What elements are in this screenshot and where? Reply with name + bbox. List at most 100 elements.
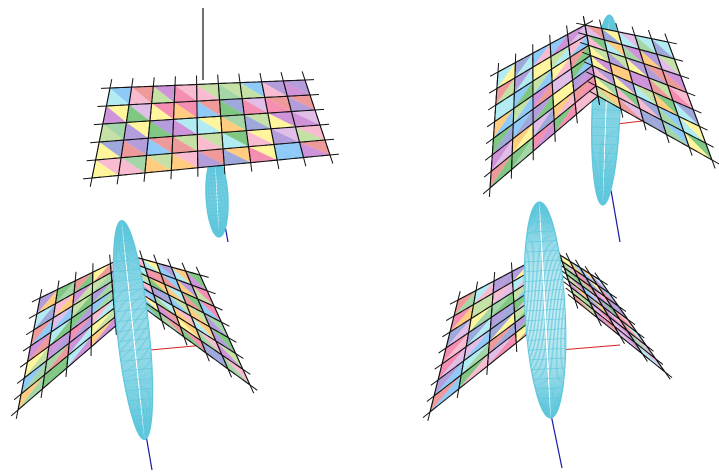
mesh-facet	[156, 263, 177, 280]
mesh-facet	[639, 49, 663, 70]
mesh-facet	[513, 95, 534, 124]
mesh-facet	[466, 317, 492, 347]
mesh-facet	[248, 144, 278, 161]
node-cross	[612, 298, 625, 314]
node-cross	[680, 123, 688, 141]
mesh-facet	[652, 91, 679, 117]
mesh-facet	[514, 53, 533, 78]
mesh-facet	[430, 374, 462, 412]
mesh-facet	[172, 151, 198, 168]
ellipsoid-parallel	[528, 347, 566, 351]
ellipsoid-parallel	[210, 225, 227, 227]
node-cross	[248, 153, 253, 172]
mesh-facet	[552, 80, 573, 108]
mesh-facet	[533, 120, 555, 152]
mesh-facet	[91, 290, 114, 315]
ellipsoid	[112, 219, 154, 441]
grid-line	[109, 79, 306, 89]
mesh-facet	[180, 326, 206, 353]
mesh-facet	[145, 267, 165, 285]
mesh-facet	[533, 94, 554, 124]
mesh-facet	[150, 285, 173, 306]
node-cross	[670, 50, 678, 68]
mesh-facet	[46, 330, 71, 361]
mesh-facet	[493, 271, 512, 294]
mesh-facet	[70, 304, 93, 331]
mesh-facet	[466, 317, 492, 347]
mesh-facet	[605, 296, 628, 320]
mesh-facet	[121, 155, 147, 173]
mesh-facet	[532, 56, 551, 82]
mesh-facet	[176, 315, 202, 341]
node-cross	[148, 111, 152, 130]
mesh-facet	[572, 55, 593, 81]
mesh-facet	[678, 116, 706, 144]
node-cross	[240, 89, 244, 108]
ellipsoid-parallel	[205, 196, 229, 198]
mesh-facet	[568, 280, 590, 302]
node-cross	[435, 371, 441, 389]
mesh-facet	[488, 322, 516, 354]
mesh-facet	[618, 97, 644, 122]
mesh-facet	[131, 269, 151, 286]
grid-line	[102, 109, 316, 125]
ellipsoid-parallel	[115, 308, 147, 313]
mesh-facet	[562, 261, 578, 278]
mesh-facet	[612, 308, 638, 333]
ellipsoid-parallel	[115, 229, 130, 232]
node-cross	[594, 272, 606, 288]
mesh-facet	[160, 273, 182, 292]
ellipsoid-parallel	[130, 408, 153, 412]
mesh-facet	[92, 263, 112, 283]
node-cross	[439, 355, 445, 373]
node-cross	[492, 129, 495, 148]
mesh-facet	[160, 273, 182, 292]
mesh-facet	[450, 304, 474, 332]
mesh-facet	[240, 81, 265, 98]
node-cross	[223, 360, 233, 378]
ellipsoid-parallel	[595, 187, 612, 189]
mesh-facet	[683, 131, 712, 160]
node-cross	[513, 84, 516, 103]
mesh-facet	[142, 259, 161, 274]
ellipsoid-parallel	[528, 220, 552, 223]
ellipsoid-parallel	[209, 221, 227, 224]
mesh-facet	[246, 128, 275, 145]
mesh-facet	[513, 95, 533, 124]
mesh-facet	[652, 91, 679, 117]
mesh-facet	[566, 274, 586, 294]
grid-line	[95, 139, 326, 161]
mesh-facet	[621, 44, 644, 64]
mesh-facet	[514, 53, 533, 78]
mesh-facet	[244, 113, 271, 129]
mesh-facet	[172, 136, 198, 154]
node-cross	[116, 166, 121, 185]
ellipsoid-parallel	[207, 167, 224, 169]
mesh-facet	[186, 303, 210, 327]
ellipsoid-parallel	[117, 328, 149, 332]
ellipsoid-parallel	[592, 161, 616, 163]
mesh-facet	[218, 83, 243, 100]
mesh-facet	[126, 104, 150, 123]
mesh-facet	[551, 45, 571, 70]
mesh-facet	[588, 45, 610, 63]
mesh-facet	[590, 55, 613, 75]
node-cross	[93, 151, 98, 169]
mesh-facet	[197, 117, 222, 135]
mesh-facet	[593, 309, 620, 336]
mesh-facet	[91, 299, 114, 326]
node-cross	[571, 291, 579, 309]
mesh-facet	[494, 93, 515, 122]
node-cross	[311, 101, 319, 119]
mesh-facet	[553, 91, 574, 121]
node-cross	[146, 129, 150, 148]
mesh-facet	[494, 93, 515, 122]
node-cross	[603, 285, 615, 301]
node-cross	[640, 112, 647, 131]
ellipsoid-parallel	[205, 188, 228, 191]
mesh-facet	[573, 269, 592, 288]
mesh-facet	[55, 280, 76, 304]
mesh-facet	[602, 306, 628, 332]
mesh-facet	[74, 272, 93, 294]
mesh-facet	[643, 63, 668, 86]
